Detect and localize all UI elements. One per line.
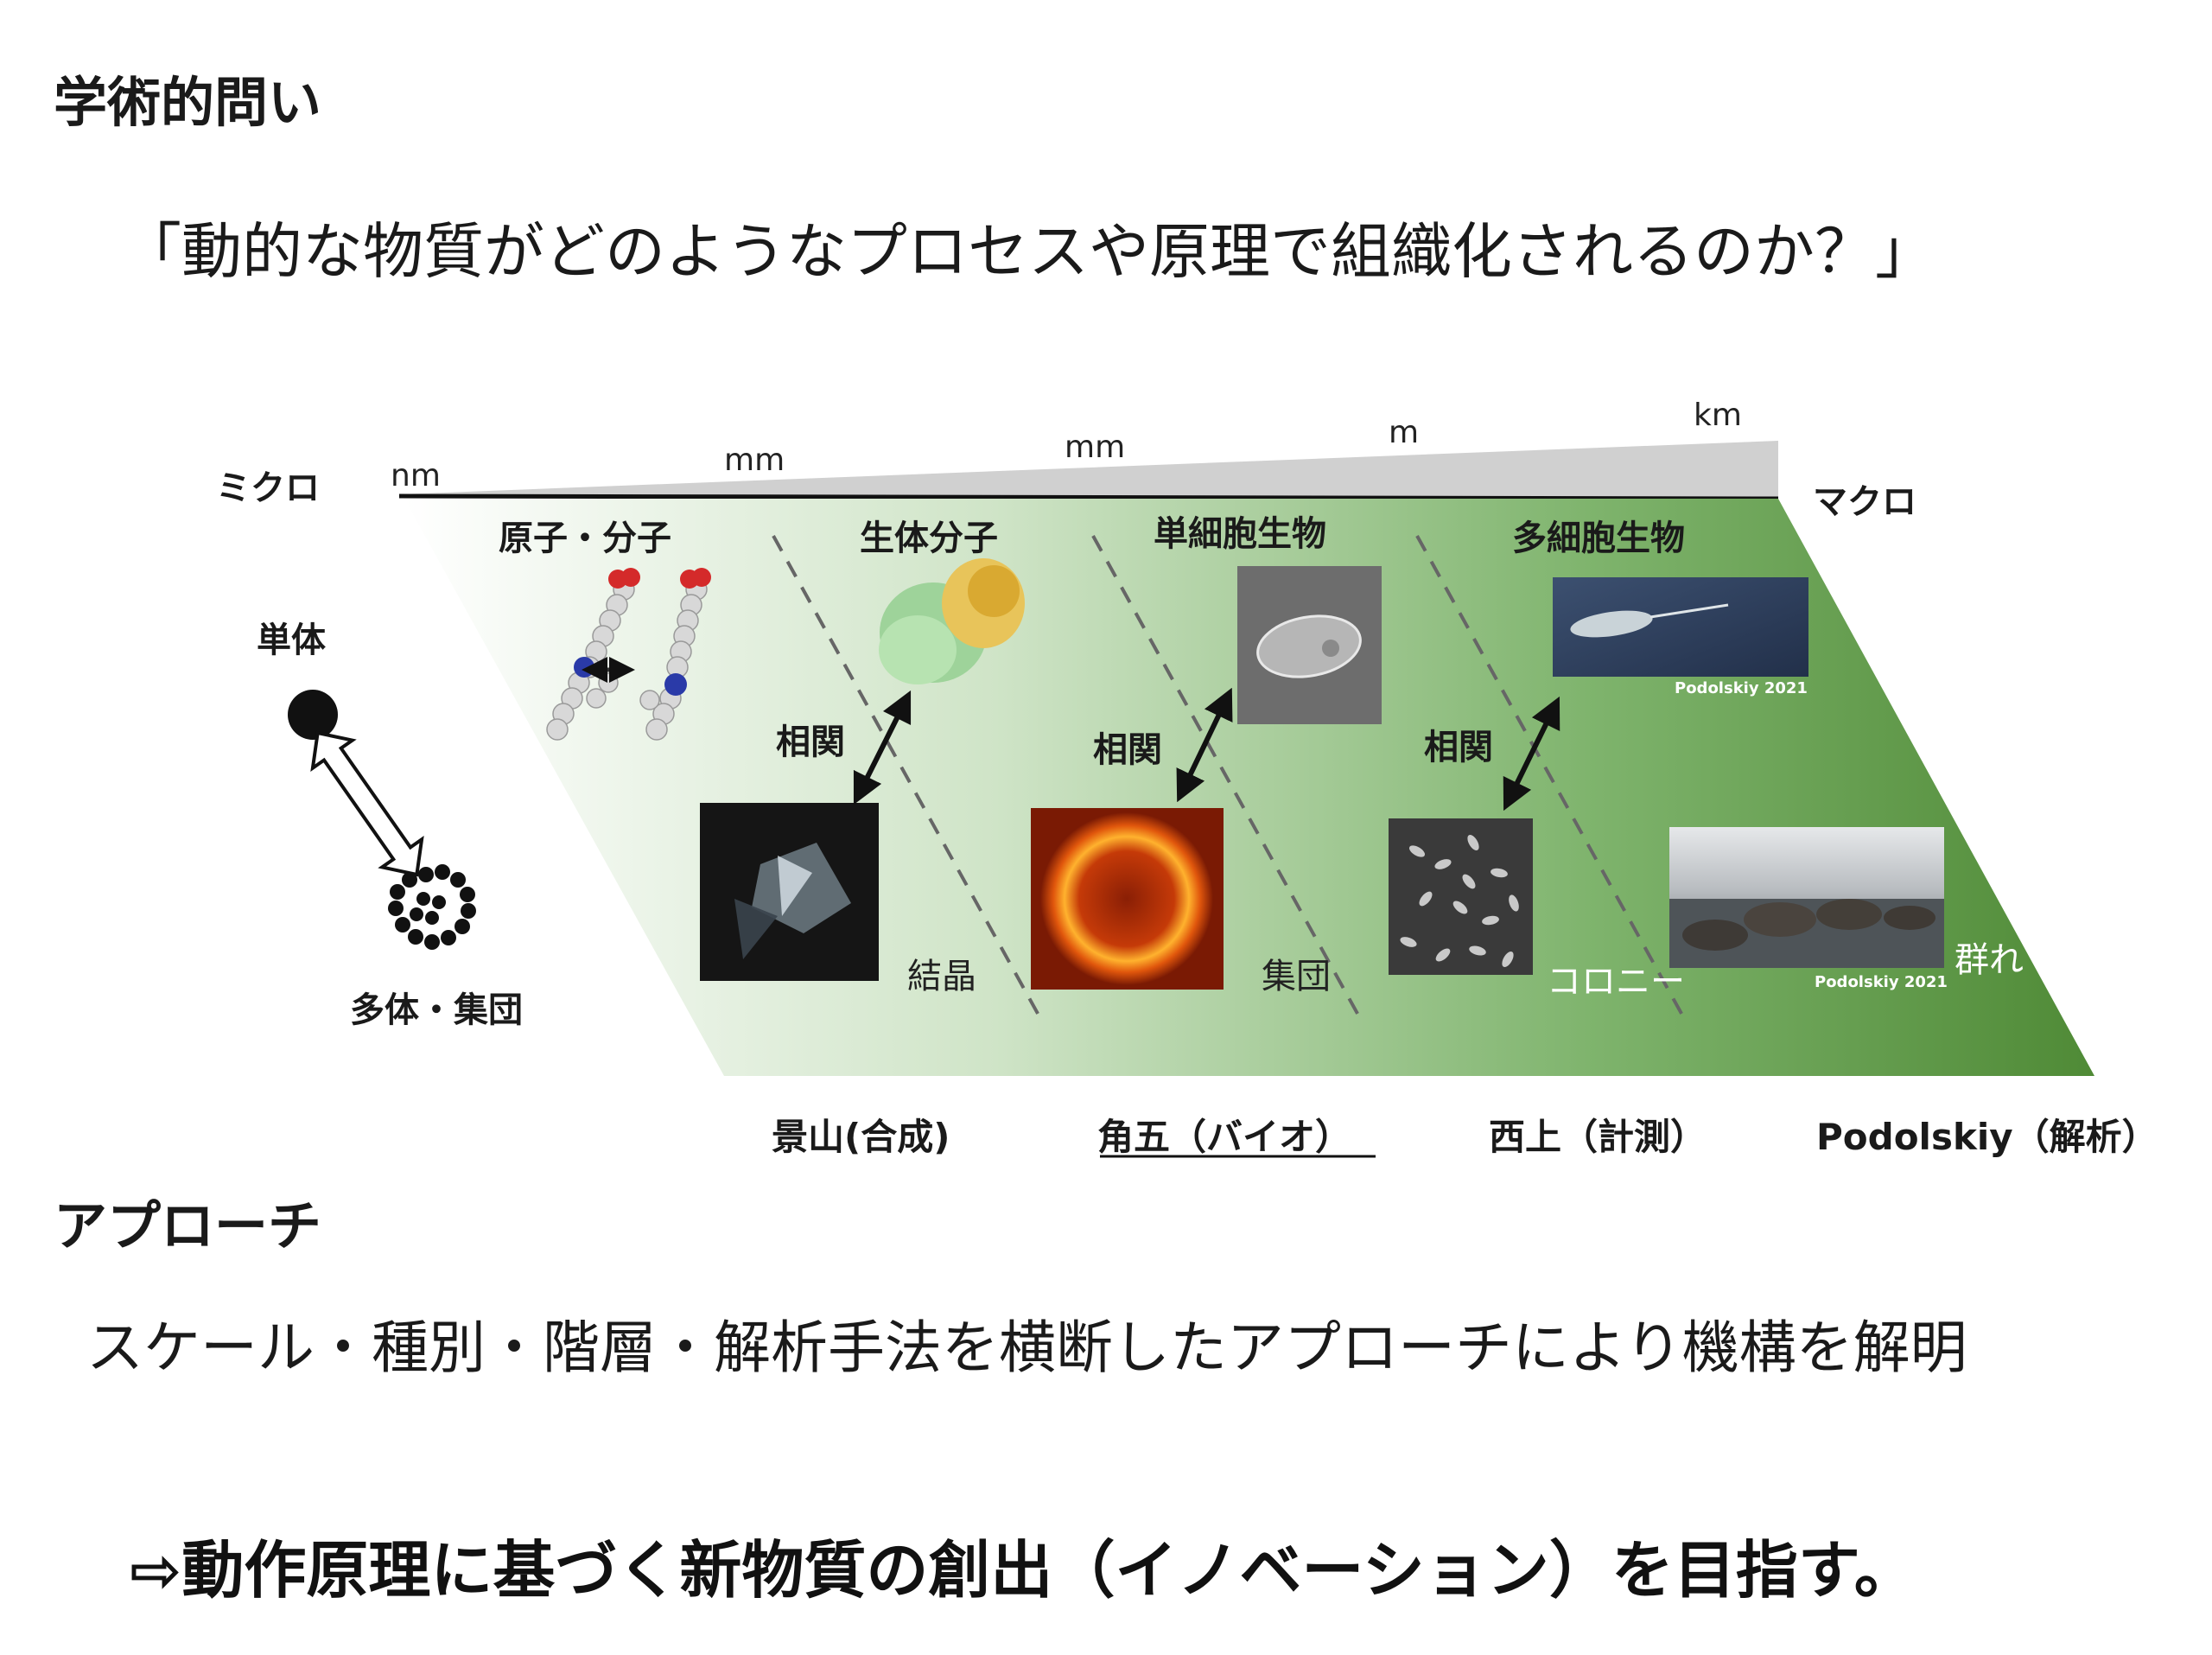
group-label: 角五（バイオ） — [1097, 1116, 1352, 1158]
colony-image — [1389, 818, 1533, 975]
crystal-image — [700, 803, 879, 981]
photo-credit: Podolskiy 2021 — [1675, 679, 1808, 697]
collective-label: 結晶 — [907, 957, 976, 996]
cluster-icon — [388, 864, 476, 950]
unit-label: km — [1694, 398, 1742, 433]
molecule-image — [546, 568, 711, 741]
correlation-label: 相関 — [1093, 730, 1162, 770]
walrus-herd-image — [1669, 827, 1944, 968]
narwhal-image — [1553, 577, 1808, 677]
scale-right-label: マクロ — [1813, 482, 1916, 522]
unit-label: nm — [391, 458, 441, 493]
correlation-arrow-1 — [853, 690, 912, 805]
unit-label: mm — [724, 442, 785, 478]
correlation-label: 相関 — [1424, 728, 1493, 767]
scale-wedge — [399, 441, 1778, 499]
collective-label: 集団 — [1262, 957, 1331, 996]
correlation-label: 相関 — [776, 722, 845, 762]
transition-arrow — [310, 730, 424, 877]
biomolecule-image — [879, 558, 1025, 684]
paramecium-image — [1237, 566, 1382, 724]
category-label: 生体分子 — [860, 519, 998, 558]
category-label: 単細胞生物 — [1154, 514, 1326, 554]
photo-credit: Podolskiy 2021 — [1815, 973, 1948, 991]
multi-body-label: 多体・集団 — [350, 990, 523, 1030]
collective-label: 群れ — [1955, 940, 2024, 980]
collective-label: コロニー — [1547, 962, 1685, 1002]
goal-text: ⇨動作原理に基づく新物質の創出（イノベーション）を目指す。 — [130, 1534, 1916, 1607]
scale-line — [398, 493, 1779, 501]
correlation-arrow-2 — [1176, 687, 1233, 803]
single-body-label: 単体 — [257, 621, 326, 660]
group-label: 景山(合成) — [772, 1116, 950, 1158]
research-question: 「動的な物質がどのようなプロセスや原理で組織化されるのか？」 — [121, 216, 1936, 287]
category-label: 多細胞生物 — [1512, 519, 1685, 558]
category-label: 原子・分子 — [499, 519, 671, 558]
scale-left-label: ミクロ — [216, 468, 320, 508]
approach-text: スケール・種別・階層・解析手法を横断したアプローチにより機構を解明 — [86, 1314, 1967, 1381]
group-label: 西上（計測） — [1489, 1116, 1707, 1158]
unit-label: mm — [1065, 430, 1126, 465]
group-label: Podolskiy（解析） — [1816, 1116, 2158, 1158]
ring-pattern-image — [1031, 808, 1224, 990]
correlation-arrow-3 — [1503, 696, 1560, 812]
heading-approach: アプローチ — [54, 1194, 322, 1257]
heading-question: 学術的問い — [54, 71, 322, 134]
single-body-dot — [288, 690, 338, 740]
unit-label: m — [1389, 415, 1420, 450]
